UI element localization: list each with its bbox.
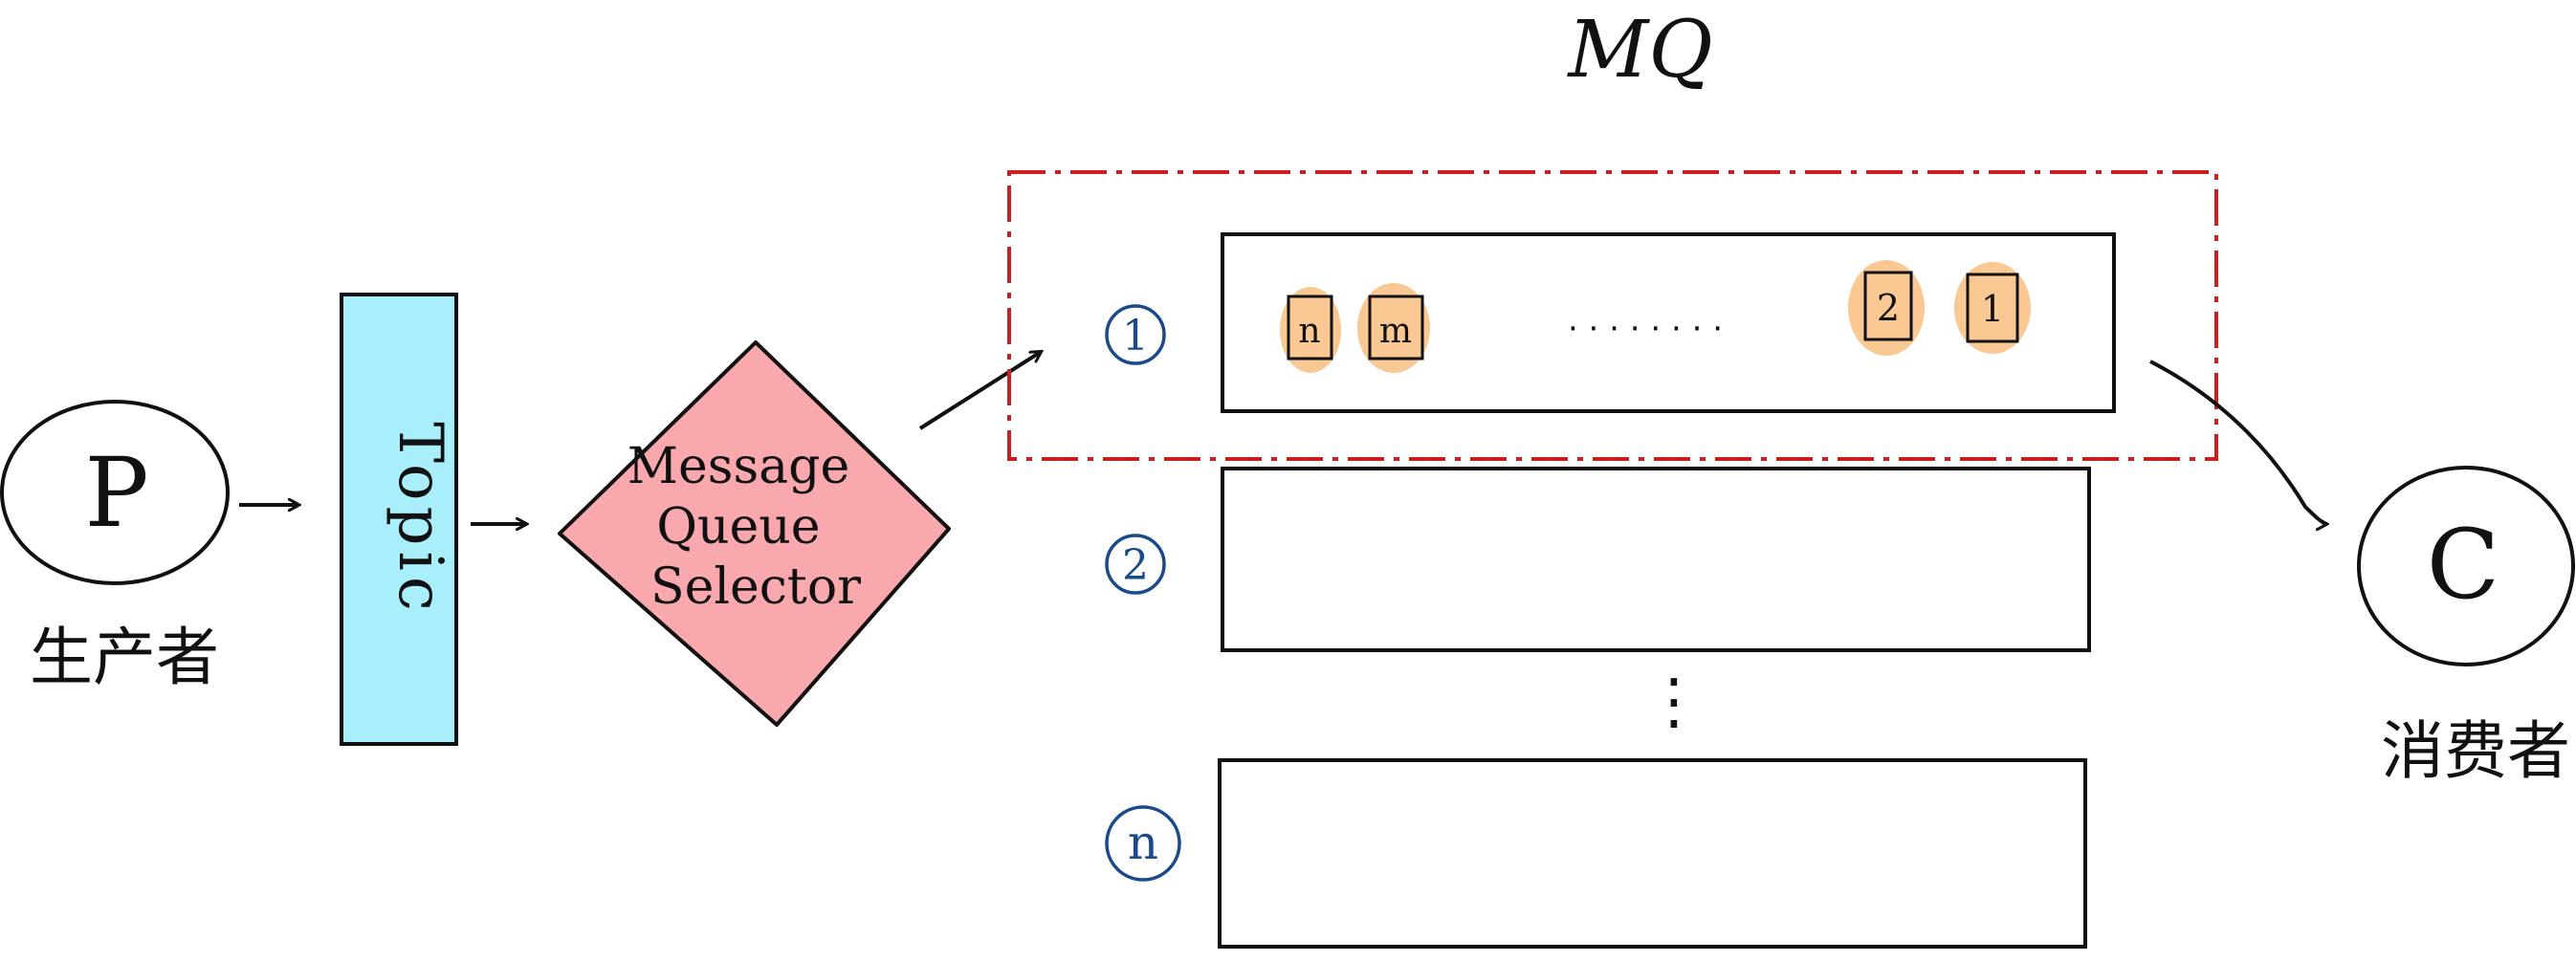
queue-2-box — [1221, 467, 2091, 652]
arrow-selector-to-queue-1 — [918, 352, 1041, 430]
producer: P 生产者 — [0, 400, 230, 694]
message-label: m — [1379, 312, 1412, 351]
topic-label: Topic — [385, 422, 455, 617]
queue-n-box — [1218, 758, 2087, 949]
message-ellipsis: · · · · · · · · — [1568, 310, 1723, 348]
queue-1: 1 n m · · · · · · · · 2 1 — [1105, 232, 2116, 413]
queue-1-label: 1 — [1122, 312, 1149, 360]
queue-2-marker — [1105, 534, 1166, 595]
selector-label-line2: Queue — [656, 498, 820, 556]
queue-1-marker — [1105, 304, 1166, 365]
message-icon — [1966, 273, 2019, 343]
queue-n-label: n — [1128, 815, 1158, 870]
consumer-caption: 消费者 — [2381, 714, 2570, 788]
message-label: 2 — [1877, 287, 1900, 329]
message-queue-selector: Message Queue Selector — [558, 340, 951, 727]
message-label: n — [1298, 312, 1320, 351]
queue-gap-marker: ⋮ — [1643, 666, 1705, 737]
message-icon — [1287, 295, 1333, 360]
producer-circle-label: P — [84, 437, 148, 549]
selector-label-line3: Selector — [650, 558, 861, 616]
arrow-queue-to-consumer — [2149, 360, 2326, 524]
queue-n-marker — [1105, 805, 1181, 882]
message-icon — [1368, 295, 1424, 360]
producer-caption: 生产者 — [30, 621, 219, 694]
diagram-title: MQ — [1566, 5, 1712, 96]
consumer: C 消费者 — [2357, 466, 2575, 788]
queue-1-box — [1221, 232, 2116, 413]
selector-diamond — [558, 340, 951, 727]
selector-label-line1: Message — [627, 438, 849, 495]
consumer-circle — [2357, 466, 2575, 666]
message-highlight — [1357, 283, 1430, 373]
queue-1-highlight — [1007, 170, 2218, 461]
consumer-circle-label: C — [2427, 509, 2500, 621]
producer-circle — [0, 400, 230, 585]
queue-n: n — [1105, 758, 2087, 949]
message-highlight — [1954, 262, 2031, 354]
message-label: 1 — [1981, 288, 2004, 330]
queue-2: 2 — [1105, 467, 2091, 652]
queue-2-label: 2 — [1122, 541, 1149, 590]
topic: Topic — [340, 293, 458, 746]
message-icon — [1863, 271, 1913, 341]
message-highlight — [1280, 287, 1341, 373]
message-highlight — [1848, 260, 1925, 356]
topic-box — [340, 293, 458, 746]
